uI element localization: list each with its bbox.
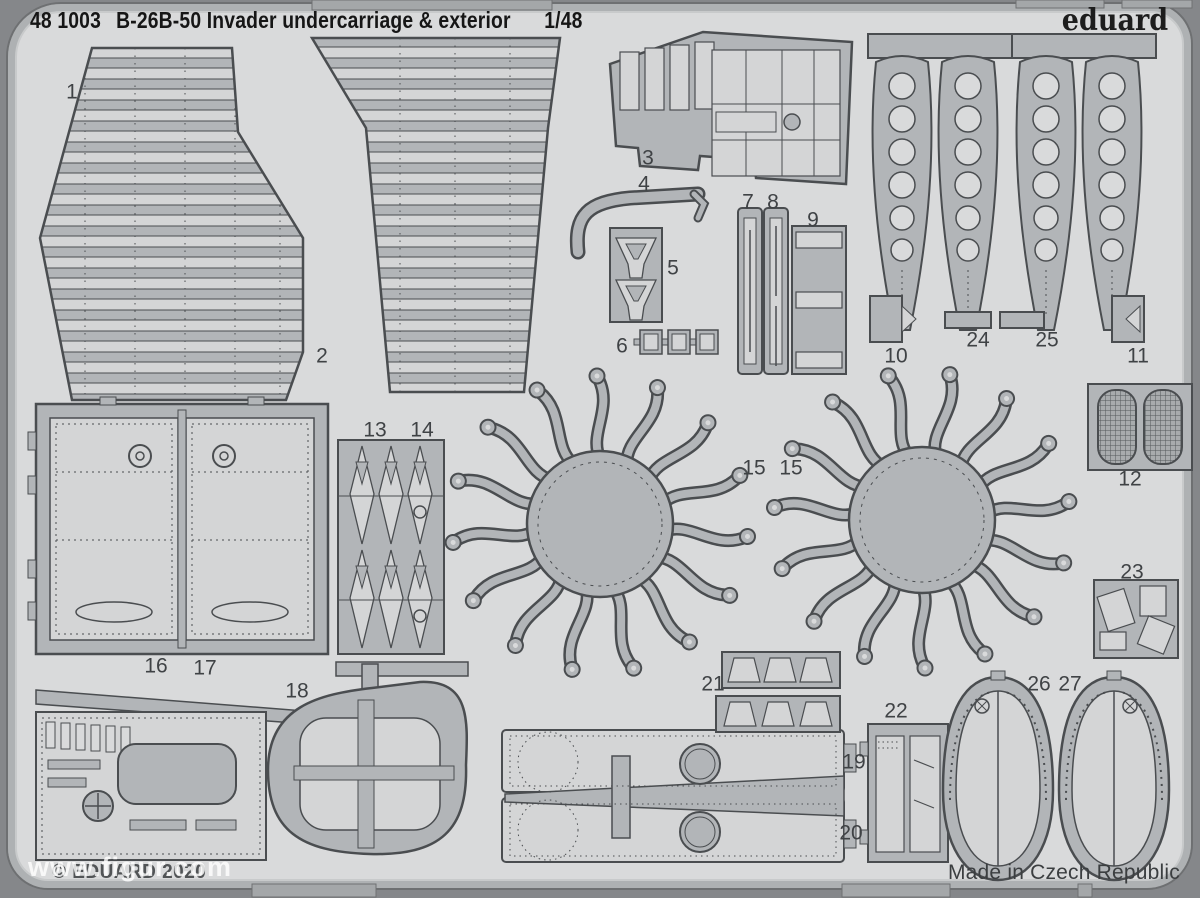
part-label-26: 26 xyxy=(1027,672,1051,696)
watermark-text: www.figur.com xyxy=(28,852,233,882)
part-22-door-frame xyxy=(859,723,949,863)
part-label-24: 24 xyxy=(966,328,990,352)
part-label-22: 22 xyxy=(884,699,908,723)
part-26-wheel-door xyxy=(941,670,1055,882)
part-label-23: 23 xyxy=(1120,560,1144,584)
part-15-ignition-harness-left xyxy=(445,369,756,679)
part-label-18: 18 xyxy=(285,679,309,703)
part-label-11: 11 xyxy=(1127,344,1149,368)
part-27-wheel-door xyxy=(1057,670,1171,882)
part-21-trapezoid-brackets xyxy=(715,651,841,733)
part-label-2: 2 xyxy=(316,344,328,368)
part-9-ladder-plate xyxy=(791,225,847,375)
part-3-wheel-bay-panel xyxy=(608,30,854,186)
part-label-3: 3 xyxy=(642,146,654,170)
part-label-12: 12 xyxy=(1118,467,1142,491)
part-label-13: 13 xyxy=(363,418,387,442)
part-label-1: 1 xyxy=(66,80,78,104)
part-10-24-nacelle-blades xyxy=(867,33,1013,343)
fret-edge-tabs xyxy=(251,0,1193,898)
part-25-11-nacelle-blades xyxy=(999,33,1157,343)
part-18-nose-bay-assembly xyxy=(35,661,469,861)
part-8-oleo-strip xyxy=(763,207,789,375)
part-label-9: 9 xyxy=(807,208,819,232)
part-1-slatted-door-panel xyxy=(38,46,305,402)
part-5-wishbone-links xyxy=(609,227,663,323)
part-13-14-scissor-links xyxy=(337,439,445,655)
part-label-4: 4 xyxy=(638,172,650,196)
part-label-15b: 15 xyxy=(779,456,803,480)
part-4-elbow-bracket xyxy=(569,186,710,260)
part-label-10: 10 xyxy=(884,344,908,368)
part-label-6: 6 xyxy=(616,334,628,358)
eduard-logo: eduard xyxy=(1061,3,1168,38)
part-label-25: 25 xyxy=(1035,328,1059,352)
copyright-text: © EDUARD 2020 xyxy=(52,861,207,883)
part-label-5: 5 xyxy=(667,256,679,280)
part-label-7: 7 xyxy=(742,190,754,214)
part-label-20: 20 xyxy=(839,821,863,845)
part-label-16: 16 xyxy=(144,654,168,678)
header: 48 1003 B-26B-50 Invader undercarriage &… xyxy=(30,7,583,34)
part-16-17-gear-doors xyxy=(27,396,330,656)
part-label-27: 27 xyxy=(1058,672,1082,696)
part-label-14: 14 xyxy=(410,418,434,442)
part-label-8: 8 xyxy=(767,190,779,214)
part-label-17: 17 xyxy=(193,656,217,680)
part-19-20-riveted-strips xyxy=(501,729,857,863)
part-15-ignition-harness-right xyxy=(766,366,1077,676)
part-2-slatted-door-panel xyxy=(309,36,562,394)
catalog-number: 48 1003 xyxy=(30,7,102,33)
part-12-mesh-screens xyxy=(1087,383,1193,471)
product-title: B-26B-50 Invader undercarriage & exterio… xyxy=(116,7,511,33)
part-23-angled-plates xyxy=(1093,579,1179,659)
part-label-21: 21 xyxy=(701,672,725,696)
part-label-19: 19 xyxy=(842,750,866,774)
part-label-15a: 15 xyxy=(742,456,766,480)
part-6-clip-brackets xyxy=(633,329,719,355)
made-in-text: Made in Czech Republic xyxy=(947,861,1180,884)
scale-label: 1/48 xyxy=(544,7,583,33)
part-7-oleo-strip xyxy=(737,207,763,375)
